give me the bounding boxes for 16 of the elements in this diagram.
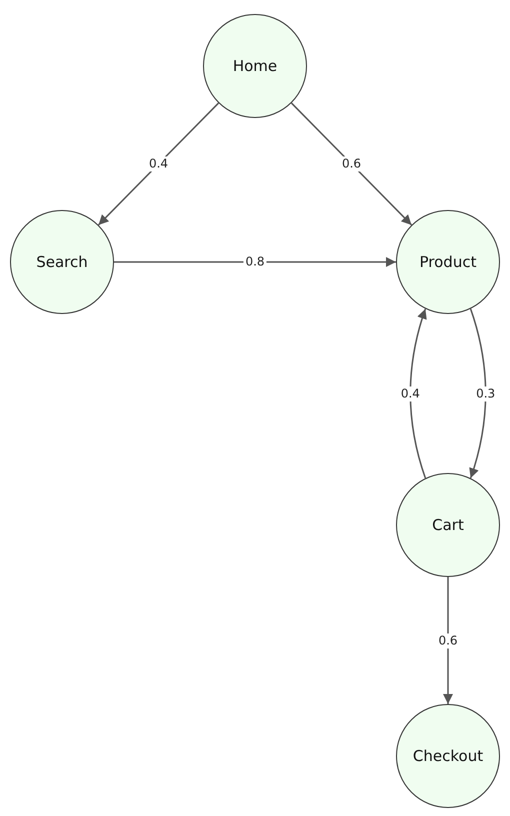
edge-label: 0.3: [474, 386, 498, 401]
arrow: [98, 102, 220, 226]
edge-label: 0.4: [398, 386, 422, 401]
node-label: Product: [420, 253, 476, 271]
node-label: Cart: [432, 516, 464, 534]
arrow: [290, 102, 412, 226]
node-label: Checkout: [412, 747, 484, 765]
edge-label: 0.4: [146, 156, 170, 172]
arrow: [410, 308, 428, 478]
node-label: Home: [232, 57, 278, 75]
edge-label: 0.6: [340, 156, 364, 172]
arrow: [114, 257, 396, 267]
edge-label: 0.6: [436, 633, 460, 648]
arrow: [468, 308, 486, 478]
node-label: Search: [36, 253, 88, 271]
arrow: [443, 577, 453, 704]
